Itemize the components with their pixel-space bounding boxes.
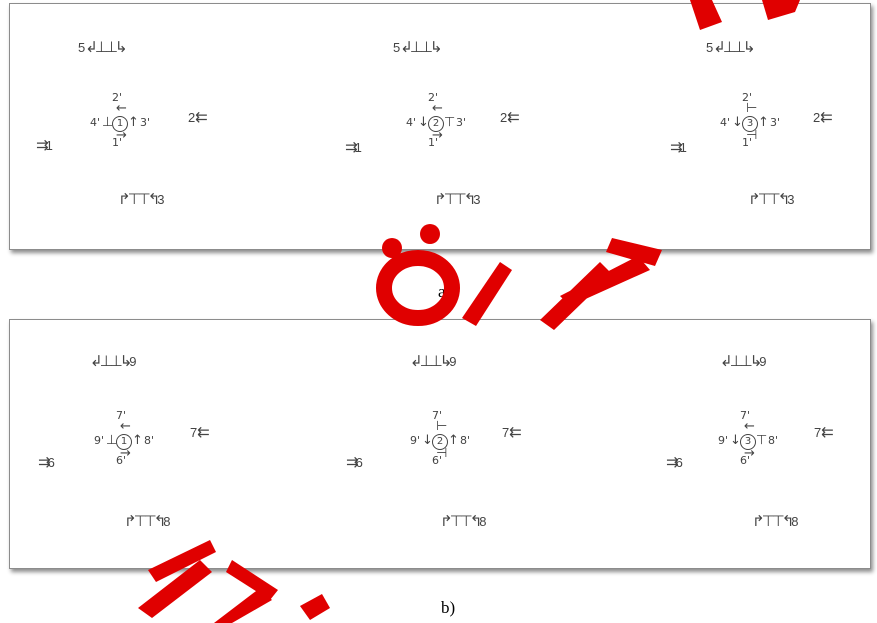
south-approach: ↱⊤⊤↰8 — [124, 512, 171, 530]
node-south-label: 6' — [432, 454, 443, 467]
arrow-right-icon: → — [120, 446, 131, 461]
arrow-left-icon: ← — [120, 419, 131, 434]
north-approach: ↲⊥⊥↳9 — [410, 352, 457, 370]
north-approach: 5↲⊥⊥↳ — [78, 38, 128, 56]
arrow-right-icon: ⊣ — [746, 128, 758, 143]
node-south-label: 1' — [742, 136, 753, 149]
arrow-down-icon: ↓ — [418, 115, 429, 130]
arrow-right-icon: → — [116, 128, 127, 143]
arrow-left-icon: ⊢ — [436, 419, 448, 434]
south-approach: ↱⊤⊤↰3 — [748, 190, 795, 208]
north-approach: ↲⊥⊥↳9 — [90, 352, 137, 370]
node-west-label: 4' — [720, 116, 731, 129]
south-approach: ↱⊤⊤↰8 — [440, 512, 487, 530]
junction-number: 1 — [112, 116, 128, 132]
arrow-left-icon: ← — [744, 419, 755, 434]
node-south-label: 1' — [428, 136, 439, 149]
node-west-label: 9' — [410, 434, 421, 447]
watermark-stroke — [300, 594, 330, 620]
node-north-label: 2' — [742, 91, 753, 104]
arrow-left-icon: ← — [432, 101, 443, 116]
node-west-label: 4' — [406, 116, 417, 129]
node-north-label: 2' — [428, 91, 439, 104]
arrow-left-icon: ⊢ — [746, 101, 758, 116]
node-east-label: 8' — [768, 434, 779, 447]
arrow-up-icon: ⊤ — [444, 115, 456, 130]
junction-node: 2' ← 4' ⊥ 1 ↑ 3' → 1' — [88, 92, 152, 156]
arrow-right-icon: ⊣ — [436, 446, 448, 461]
east-approach: 7⇇ — [814, 423, 834, 441]
arrow-up-icon: ⊥ — [106, 433, 118, 448]
west-approach: ⇉1 — [36, 136, 53, 154]
junction-number: 2 — [428, 116, 444, 132]
node-south-label: 1' — [112, 136, 123, 149]
junction-number: 3 — [740, 434, 756, 450]
node-north-label: 7' — [432, 409, 443, 422]
arrow-up-icon: ↑ — [132, 433, 143, 448]
node-north-label: 7' — [740, 409, 751, 422]
west-approach: ⇉6 — [666, 453, 683, 471]
junction-number: 2 — [432, 434, 448, 450]
north-approach: 5↲⊥⊥↳ — [393, 38, 443, 56]
east-approach: 2⇇ — [500, 108, 520, 126]
junction-number: 3 — [742, 116, 758, 132]
east-approach: 2⇇ — [813, 108, 833, 126]
node-east-label: 8' — [460, 434, 471, 447]
watermark-stroke — [560, 256, 650, 306]
arrow-up-icon: ↑ — [448, 433, 459, 448]
panel-label-a: a) — [438, 282, 452, 301]
north-approach: ↲⊥⊥↳9 — [720, 352, 767, 370]
arrow-up-icon: ⊤ — [756, 433, 768, 448]
watermark-stroke — [462, 262, 512, 326]
node-east-label: 3' — [140, 116, 151, 129]
node-east-label: 3' — [456, 116, 467, 129]
node-south-label: 6' — [116, 454, 127, 467]
junction-node: 7' ⊢ 9' ↓ 2 ↑ 8' ⊣ 6' — [408, 410, 472, 474]
arrow-right-icon: → — [432, 128, 443, 143]
junction-number: 1 — [116, 434, 132, 450]
node-north-label: 2' — [112, 91, 123, 104]
node-east-label: 3' — [770, 116, 781, 129]
south-approach: ↱⊤⊤↰3 — [434, 190, 481, 208]
junction-node: 2' ⊢ 4' ↓ 3 ↑ 3' ⊣ 1' — [718, 92, 782, 156]
junction-node: 2' ← 4' ↓ 2 ⊤ 3' → 1' — [404, 92, 468, 156]
node-east-label: 8' — [144, 434, 155, 447]
panel-label-b: b) — [441, 598, 456, 617]
arrow-down-icon: ↓ — [732, 115, 743, 130]
east-approach: 7⇇ — [190, 423, 210, 441]
watermark-stroke — [214, 588, 272, 623]
node-south-label: 6' — [740, 454, 751, 467]
west-approach: ⇉1 — [345, 138, 362, 156]
south-approach: ↱⊤⊤↰3 — [118, 190, 165, 208]
west-approach: ⇉6 — [346, 453, 363, 471]
arrow-down-icon: ↓ — [422, 433, 433, 448]
node-west-label: 9' — [94, 434, 105, 447]
arrow-up-icon: ↑ — [758, 115, 769, 130]
arrow-left-icon: ← — [116, 101, 127, 116]
junction-node: 7' ← 9' ↓ 3 ⊤ 8' → 6' — [716, 410, 780, 474]
node-west-label: 4' — [90, 116, 101, 129]
node-north-label: 7' — [116, 409, 127, 422]
north-approach: 5↲⊥⊥↳ — [706, 38, 756, 56]
east-approach: 2⇇ — [188, 108, 208, 126]
west-approach: ⇉6 — [38, 453, 55, 471]
arrow-up-icon: ⊥ — [102, 115, 114, 130]
arrow-right-icon: → — [744, 446, 755, 461]
east-approach: 7⇇ — [502, 423, 522, 441]
arrow-up-icon: ↑ — [128, 115, 139, 130]
west-approach: ⇉1 — [670, 138, 687, 156]
south-approach: ↱⊤⊤↰8 — [752, 512, 799, 530]
junction-node: 7' ← 9' ⊥ 1 ↑ 8' → 6' — [92, 410, 156, 474]
arrow-down-icon: ↓ — [730, 433, 741, 448]
node-west-label: 9' — [718, 434, 729, 447]
